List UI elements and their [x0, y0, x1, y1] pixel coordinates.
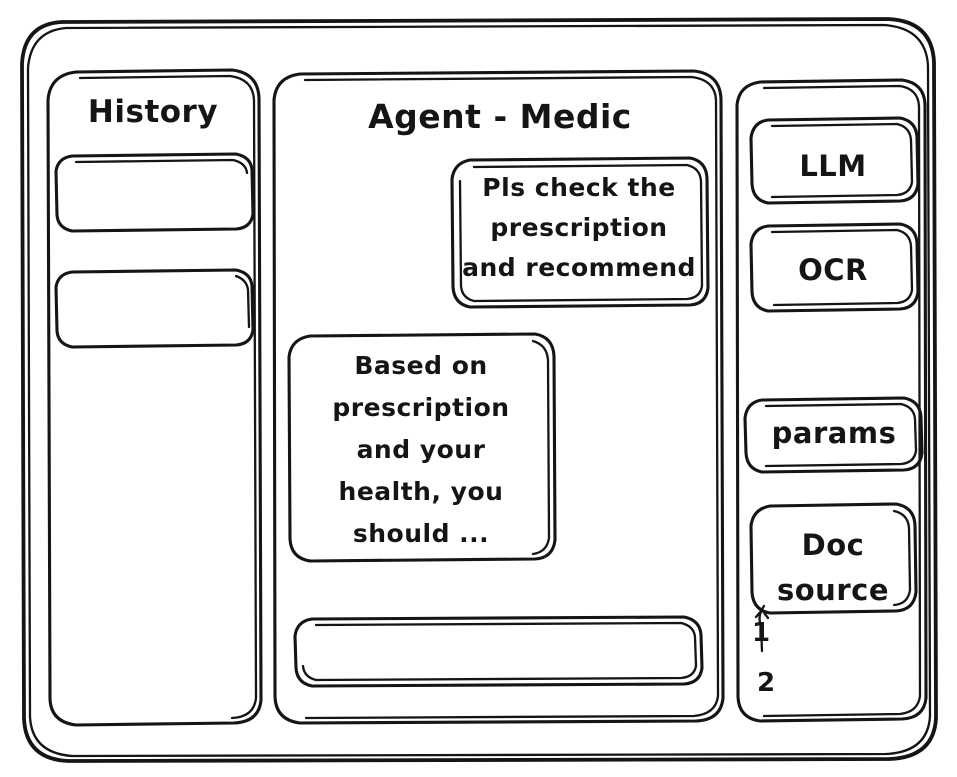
doc-source-connector — [754, 604, 770, 653]
doc-source-item-1[interactable]: 1 — [752, 618, 771, 648]
history-item-2-outline[interactable] — [54, 268, 255, 349]
tool-llm-outline[interactable] — [749, 116, 920, 205]
tools-panel-outline — [735, 78, 928, 723]
tool-ocr-label: OCR — [798, 253, 868, 287]
agent-panel-title: Agent - Medic — [368, 97, 632, 136]
history-panel-title: History — [87, 94, 219, 130]
window-frame — [20, 17, 938, 763]
user-message-bubble-outline — [450, 156, 710, 309]
history-panel-outline — [46, 68, 263, 727]
doc-source-item-2[interactable]: 2 — [757, 668, 776, 698]
tool-ocr-outline[interactable] — [749, 222, 920, 313]
tool-llm-label: LLM — [799, 149, 867, 183]
history-item-1-outline[interactable] — [54, 152, 255, 233]
user-message-text: Pls check the prescription and recommend — [462, 173, 696, 282]
agent-panel-outline — [272, 69, 725, 725]
doc-source-outline[interactable] — [749, 502, 918, 615]
tool-params-label: params — [771, 416, 897, 450]
composer-input-outline[interactable] — [293, 615, 704, 688]
tool-params-outline[interactable] — [743, 396, 924, 474]
assistant-message-bubble-outline — [287, 332, 557, 563]
assistant-message-text: Based on prescription and your health, y… — [332, 351, 510, 548]
doc-source-label: Doc source — [777, 528, 889, 607]
